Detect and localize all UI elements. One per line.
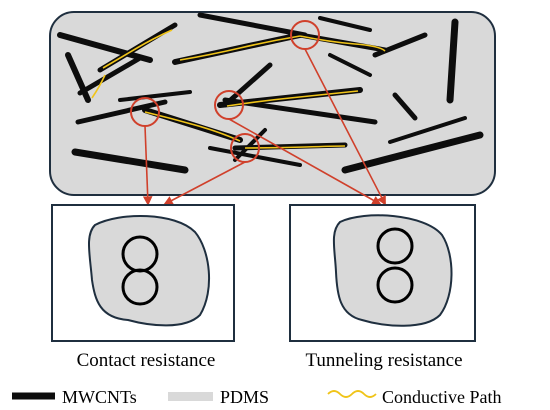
mwcnt-rod (341, 131, 484, 174)
pdms-matrix (49, 11, 496, 196)
conductive-path (226, 90, 359, 107)
mwcnt-rod (233, 128, 267, 162)
mwcnt-rod (197, 12, 308, 38)
legend-pdms-swatch (168, 392, 213, 401)
mwcnt-rod (118, 90, 192, 102)
arrow-contact-right (163, 161, 246, 205)
conductive-path (179, 35, 301, 61)
mwcnt-rod (222, 97, 378, 125)
legend-conductive-path-swatch (327, 390, 377, 398)
mwcnt-rod (71, 148, 189, 174)
mwcnt-rod (318, 16, 372, 32)
tunneling-particle-bottom (376, 266, 414, 304)
detail-arrows (142, 48, 386, 206)
mwcnt-rod (388, 116, 467, 144)
mwcnt-rod (75, 99, 168, 125)
contact-panel-blob (88, 214, 211, 327)
legend-mwcnts-label: MWCNTs (62, 387, 137, 407)
mwcnt-rod (392, 92, 418, 121)
mwcnt-rod (372, 32, 428, 58)
legend: MWCNTs PDMS Conductive Path (12, 387, 502, 407)
contact-resistance-panel (51, 204, 235, 342)
conductive-path (299, 35, 386, 52)
tunneling-resistance-caption: Tunneling resistance (305, 350, 462, 371)
mwcnt-rod (446, 18, 459, 104)
legend-pdms-label: PDMS (220, 387, 269, 407)
tunneling-panel-blob (332, 214, 453, 327)
conductive-path (244, 145, 346, 149)
mwcnt-rod (77, 55, 143, 96)
mwcnt-rod (57, 32, 153, 63)
conductive-path (91, 29, 173, 99)
arrow-tunneling-left (304, 48, 386, 206)
mwcnt-rod (222, 62, 273, 108)
arrow-tunneling-right (228, 118, 382, 205)
legend-conductive-path-label: Conductive Path (382, 387, 502, 407)
conductive-path (144, 111, 241, 142)
contact-resistance-caption: Contact resistance (77, 350, 216, 371)
conductive-path-network (91, 29, 386, 149)
tunneling-resistance-panel (289, 204, 476, 342)
arrow-contact-left (142, 125, 153, 206)
mwcnt-rod (328, 53, 372, 77)
contact-particle-bottom (121, 268, 159, 306)
tunneling-particle-top (376, 227, 414, 265)
mwcnt-network (57, 12, 484, 174)
